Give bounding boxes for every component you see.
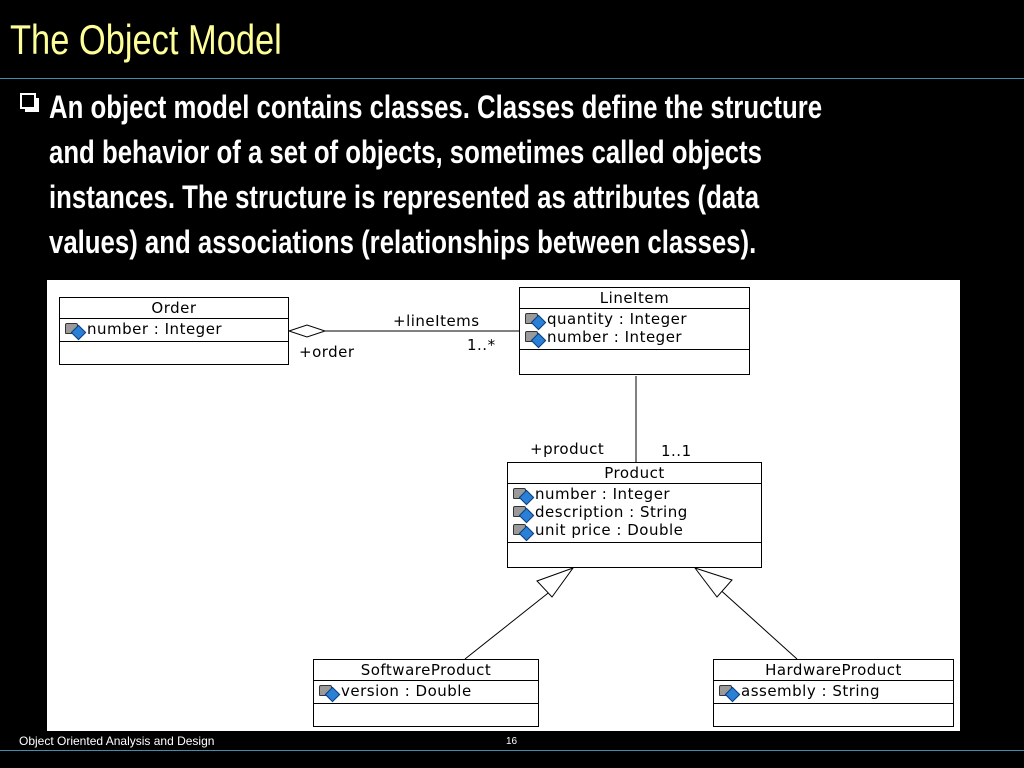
lock-attribute-icon [511,522,535,542]
class-name: HardwareProduct [714,660,953,681]
bullet-checkbox-icon [20,93,39,112]
attribute-row: quantity : Integer [523,310,749,331]
attribute-compartment: number : Integer description : String un… [508,484,761,543]
body-line: and behavior of a set of objects, someti… [49,134,762,170]
multiplicity-label-lineitems: 1..* [467,336,496,354]
footer-divider [0,750,1024,751]
body-line: An object model contains classes. Classe… [49,89,823,125]
lock-attribute-icon [317,683,341,703]
attribute-row: unit price : Double [511,521,761,542]
lock-attribute-icon [717,683,741,703]
lock-attribute-icon [523,329,547,349]
attribute-text: description : String [535,503,688,521]
generalization-arrow-icon [693,567,733,598]
class-order[interactable]: Order number : Integer [59,297,289,365]
class-product[interactable]: Product number : Integer description : S… [507,462,762,568]
lock-attribute-icon [511,486,535,506]
class-hardwareproduct[interactable]: HardwareProduct assembly : String [713,659,954,727]
title-divider [0,78,1024,79]
attribute-compartment: version : Double [314,681,538,704]
class-name: SoftwareProduct [314,660,538,681]
body-line: values) and associations (relationships … [49,224,757,260]
attribute-compartment: assembly : String [714,681,953,704]
attribute-text: quantity : Integer [547,310,688,328]
role-label-product: +product [530,440,605,458]
class-softwareproduct[interactable]: SoftwareProduct version : Double [313,659,539,727]
lock-attribute-icon [63,321,87,341]
hardware-generalization-line [715,585,798,660]
attribute-text: unit price : Double [535,521,684,539]
attribute-row: number : Integer [511,485,761,506]
attribute-compartment: quantity : Integer number : Integer [520,309,749,350]
aggregation-diamond-icon [287,324,327,338]
footer-course-title: Object Oriented Analysis and Design [19,734,215,748]
footer-page-number: 16 [506,736,518,747]
software-generalization-line [464,585,558,660]
attribute-text: number : Integer [87,320,223,338]
attribute-text: assembly : String [741,682,881,700]
class-name: LineItem [520,288,749,309]
generalization-arrow-icon [536,566,575,598]
diagram-connectors [287,324,798,660]
lock-attribute-icon [511,504,535,524]
body-line: instances. The structure is represented … [49,179,760,215]
class-lineitem[interactable]: LineItem quantity : Integer number : Int… [519,287,750,375]
attribute-text: number : Integer [535,485,671,503]
attribute-row: version : Double [317,682,538,703]
attribute-row: assembly : String [717,682,953,703]
body-paragraph: An object model contains classes. Classe… [49,85,975,265]
class-name: Order [60,298,288,319]
attribute-compartment: number : Integer [60,319,288,342]
attribute-row: number : Integer [63,320,288,341]
lock-attribute-icon [523,311,547,331]
role-label-lineitems: +lineItems [393,312,480,330]
role-label-order: +order [299,343,355,361]
uml-class-diagram: Order number : Integer LineItem quantity… [47,280,960,731]
multiplicity-label-product: 1..1 [661,442,692,460]
attribute-text: number : Integer [547,328,683,346]
slide-title: The Object Model [10,16,282,63]
class-name: Product [508,463,761,484]
attribute-row: number : Integer [523,328,749,349]
attribute-text: version : Double [341,682,472,700]
attribute-row: description : String [511,503,761,524]
